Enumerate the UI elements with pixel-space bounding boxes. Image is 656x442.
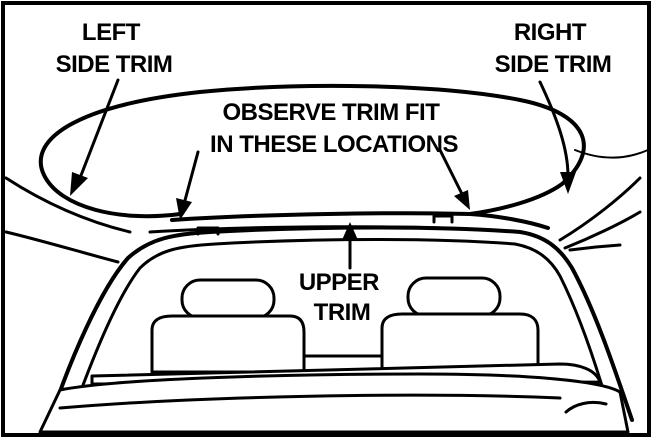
package-tray (38, 362, 630, 434)
body-contour-left-outer (4, 176, 132, 234)
deck-lid-edge (58, 393, 562, 410)
headrest-right (406, 276, 502, 318)
arrow-left-side-trim-head (70, 172, 88, 196)
arrow-upper-trim-head (342, 222, 358, 240)
body-contour-left-lower (4, 230, 120, 264)
upper-trim-line-top (170, 211, 550, 230)
rear-seats (150, 276, 540, 374)
body-contour-right-1 (558, 176, 642, 242)
arrow-left-side-trim-shaft (78, 78, 120, 180)
arrow-right-side-trim-shaft (538, 80, 570, 178)
labels: LEFT SIDE TRIM RIGHT SIDE TRIM OBSERVE T… (56, 19, 612, 326)
headrest-left (180, 278, 276, 320)
rear-window-glass (38, 83, 586, 219)
arrow-right-side-trim-head (560, 172, 576, 194)
deck-lid-right-corner (564, 400, 608, 414)
seat-back-right (380, 312, 540, 374)
label-observe-trim-fit: OBSERVE TRIM FIT IN THESE LOCATIONS (210, 99, 458, 158)
arrow-observe-left-shaft (182, 150, 200, 206)
label-right-side-trim: RIGHT SIDE TRIM (495, 19, 612, 78)
body-contour-right-3 (568, 243, 622, 252)
label-left-side-trim: LEFT SIDE TRIM (56, 19, 173, 78)
arrow-observe-left-head (176, 198, 192, 220)
body-contour-right-2 (563, 210, 642, 250)
arrow-observe-right-shaft (438, 148, 464, 196)
seat-back-left (150, 314, 306, 374)
window-opening-inner (68, 238, 614, 422)
window-opening-outer (48, 225, 634, 422)
label-upper-trim: UPPER TRIM (299, 269, 385, 326)
arrow-observe-right-head (454, 190, 470, 210)
deck-lid (38, 372, 630, 434)
car-body (4, 149, 649, 264)
upper-trim-clip-right (432, 214, 454, 224)
pointer-arrows (70, 78, 576, 270)
